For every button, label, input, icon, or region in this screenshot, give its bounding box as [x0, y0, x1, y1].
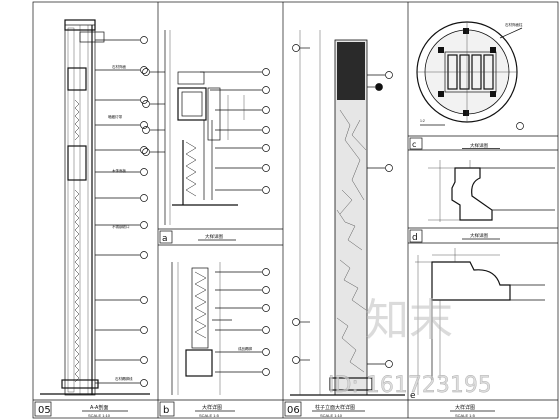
panel-e-scale: SCALE 1:5: [455, 413, 476, 418]
panel-b-detail: 成品踢脚: [171, 262, 270, 395]
panel-a-letter: a: [162, 234, 168, 244]
panel-c-letter: c: [412, 140, 416, 149]
panel-d-profile: d 大样详图: [409, 160, 555, 243]
panel-05-scale: SCALE 1:10: [88, 413, 111, 418]
title-strip: 05 A-A剖面 SCALE 1:10 b 大样详图 SCALE 1:5 06 …: [34, 401, 495, 418]
panel-05-number: 05: [38, 405, 51, 416]
panel-06-scale: SCALE 1:10: [320, 413, 343, 418]
panel-e-letter: e: [410, 391, 416, 401]
panel-d-caption: 大样详图: [470, 232, 488, 239]
watermark: 知末 ID: 161723195: [328, 295, 492, 398]
panel-b-letter: b: [163, 405, 169, 416]
panel-06-number: 06: [287, 405, 300, 416]
panel-d-letter: d: [412, 233, 418, 243]
annotation-c-2: 1:2: [420, 119, 425, 123]
annotation-05-5: 石材踢脚线: [115, 376, 133, 381]
annotation-05-3: 木饰面板: [112, 168, 126, 173]
sheet-frame: [32, 1, 559, 419]
panel-e-title: 大样详图: [455, 404, 475, 411]
panel-a-detail: a 大样详图: [142, 30, 270, 244]
annotation-05-4: 不锈钢收口: [112, 224, 130, 229]
panel-06-column: [290, 30, 405, 396]
panel-06-title: 柱子立面大样详图: [315, 404, 355, 411]
annotation-05-2: 暗藏灯带: [108, 114, 122, 119]
panel-b-scale: SCALE 1:5: [199, 413, 220, 418]
panel-05-section: 石材饰面 暗藏灯带 木饰面板 不锈钢收口 石材踢脚线: [40, 19, 150, 396]
panel-05-title: A-A剖面: [90, 404, 108, 411]
panel-c-caption: 大样详图: [470, 142, 488, 149]
annotation-b-1: 成品踢脚: [238, 346, 252, 351]
annotation-c-1: 石材饰面柱: [505, 22, 523, 27]
annotation-05-1: 石材饰面: [112, 64, 126, 69]
panel-e-detail: e: [410, 248, 545, 401]
panel-b-title: 大样详图: [202, 404, 222, 411]
panel-a-caption: 大样详图: [205, 233, 223, 240]
panel-c-plan: 石材饰面柱 1:2 c 大样详图: [409, 21, 524, 150]
watermark-brand: 知末: [365, 295, 453, 346]
watermark-id: ID: 161723195: [328, 373, 492, 398]
